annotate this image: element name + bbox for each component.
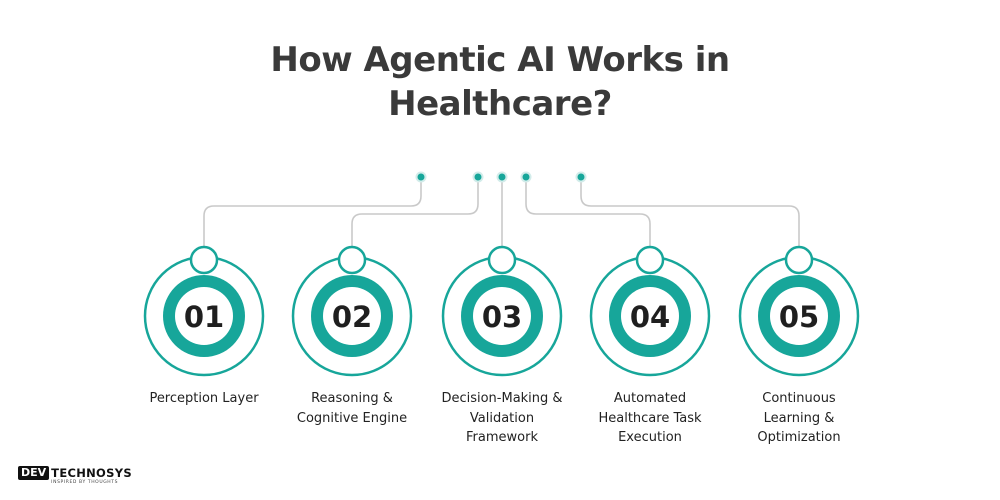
title-line-2: Healthcare? (388, 84, 612, 124)
logo-tagline: INSPIRED BY THOUGHTS (51, 480, 119, 485)
connector-dot-1 (415, 171, 427, 183)
connector-line-2 (351, 177, 479, 256)
step-number-1: 01 (184, 300, 224, 334)
step-circle-4: 04 (589, 245, 711, 377)
step-label-4: Automated Healthcare Task Execution (598, 391, 702, 445)
connector-dot-3 (496, 171, 508, 183)
connector-line-4 (525, 177, 651, 256)
step-number-2: 02 (332, 300, 372, 334)
step-circle-1: 01 (143, 245, 265, 377)
title-line-1: How Agentic AI Works in (270, 40, 730, 80)
brand-logo: DEV TECHNOSYS INSPIRED BY THOUGHTS (18, 466, 132, 488)
step-label-3: Decision-Making & Validation Framework (441, 391, 563, 445)
step-label-1: Perception Layer (149, 391, 259, 406)
connector-line-5 (580, 177, 800, 256)
logo-brand-name: TECHNOSYS (51, 466, 132, 480)
step-number-4: 04 (630, 300, 670, 334)
logo-mark: DEV (18, 466, 50, 480)
step-circle-2: 02 (291, 245, 413, 377)
connector-dot-2 (472, 171, 484, 183)
connector-line-1 (203, 177, 422, 256)
step-number-3: 03 (482, 300, 522, 334)
connector-dots (415, 171, 587, 183)
connector-dot-4 (520, 171, 532, 183)
step-number-5: 05 (779, 300, 819, 334)
connector-lines (203, 177, 800, 256)
step-circle-5: 05 (738, 245, 860, 377)
page-title: How Agentic AI Works in Healthcare? (0, 38, 1000, 126)
step-label-5: Continuous Learning & Optimization (757, 391, 841, 445)
connector-dot-5 (575, 171, 587, 183)
step-label-2: Reasoning & Cognitive Engine (296, 391, 408, 426)
step-circle-3: 03 (441, 245, 563, 377)
